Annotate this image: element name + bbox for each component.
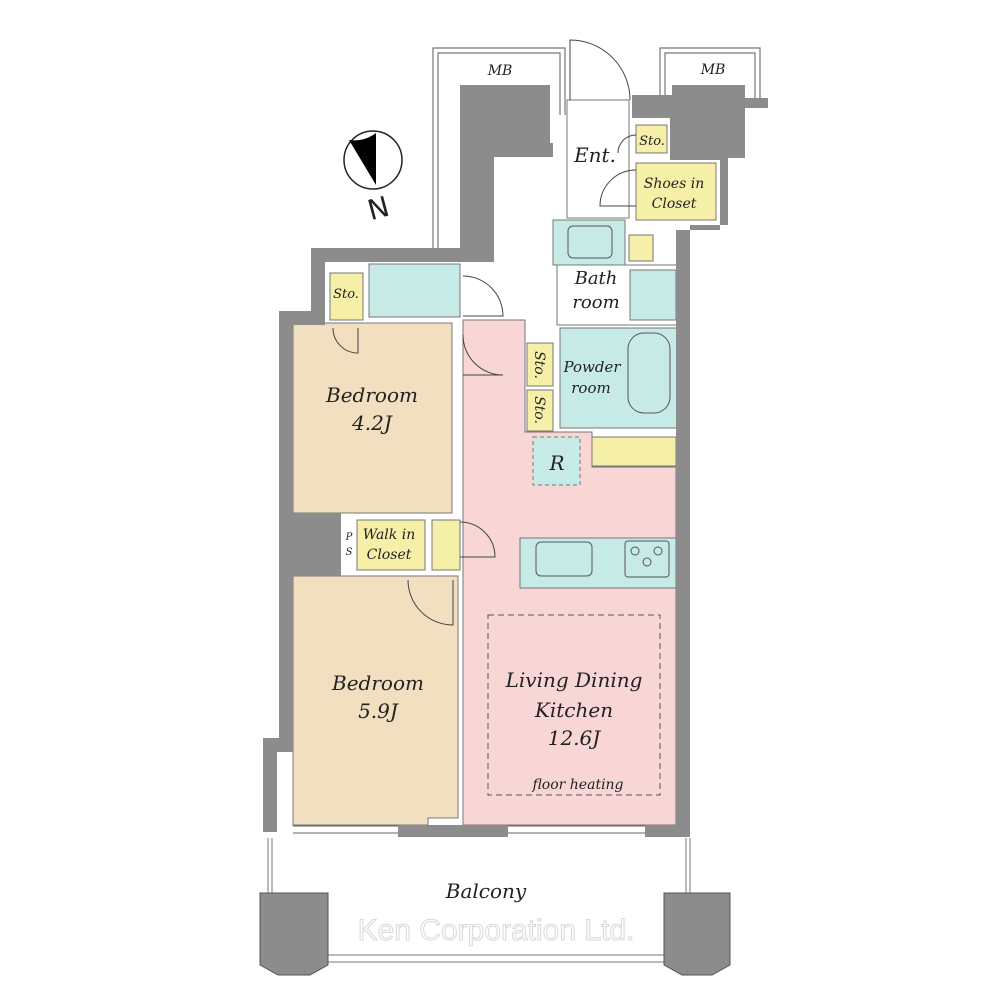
walkin-label-1: Walk in: [363, 527, 415, 543]
powder-label-1: Powder: [562, 358, 621, 376]
washer-space: [629, 269, 677, 321]
storage-hall-2[interactable]: [526, 389, 554, 432]
burner: [630, 546, 640, 556]
walkin-label-2: Closet: [367, 547, 412, 563]
entrance-label: Ent.: [573, 143, 616, 167]
ldk-label-2: Kitchen: [534, 698, 613, 722]
kitchen-sink: [535, 541, 593, 577]
refrigerator-label: R: [548, 451, 564, 475]
floor-heating-area: [487, 614, 661, 796]
exterior-wall: [263, 143, 553, 832]
bedroom2-size: 5.9J: [358, 699, 399, 723]
balcony-column-left: [259, 892, 329, 976]
balcony-column-right: [663, 892, 731, 976]
meter-box-right: [659, 47, 761, 100]
mb-right-label: MB: [700, 62, 726, 78]
ldk-size: 12.6J: [548, 726, 602, 750]
refrigerator-space: [532, 436, 581, 486]
meter-box-left: [432, 47, 566, 250]
storage-bath: [628, 234, 654, 262]
bath-label-2: room: [572, 292, 619, 313]
wall-ps: [286, 513, 341, 576]
sto-hall-2-label: Sto.: [531, 396, 547, 424]
compass-icon: [343, 130, 403, 190]
mb-left-label: MB: [487, 63, 513, 79]
storage-bedroom[interactable]: [329, 272, 364, 321]
kitchen-counter: [519, 537, 677, 589]
wall-bottom-right: [645, 825, 690, 837]
entrance-floor: [566, 99, 630, 219]
closet-shelf: [431, 519, 461, 571]
ps-label-s: S: [346, 547, 353, 558]
walk-in-closet[interactable]: [356, 519, 426, 571]
burner: [642, 557, 652, 567]
bedroom1-name: Bedroom: [325, 383, 418, 407]
storage-hall-1[interactable]: [526, 342, 554, 387]
door-swings: [332, 39, 637, 626]
bedroom2-name: Bedroom: [331, 671, 424, 695]
sto-hall-1-label: Sto.: [531, 351, 547, 379]
powder-label-2: room: [571, 379, 610, 397]
sto-entrance-label: Sto.: [639, 134, 665, 149]
bedroom-2-floor: [292, 575, 459, 826]
bathtub: [627, 332, 671, 414]
kitchen-back-counter: [591, 436, 677, 467]
bedroom1-size: 4.2J: [351, 411, 393, 435]
balcony-label: Balcony: [445, 879, 527, 903]
ps-label-p: P: [345, 532, 353, 543]
wall-bottom: [398, 825, 508, 837]
windows: [293, 825, 645, 834]
ldk-label-1: Living Dining: [505, 668, 643, 692]
sink: [567, 225, 613, 259]
north-label: N: [364, 190, 393, 227]
floor-heating-label: floor heating: [531, 777, 623, 793]
balcony: [267, 838, 691, 963]
watermark: Ken Corporation Ltd.: [358, 914, 635, 947]
storage-entrance[interactable]: [635, 124, 668, 154]
shoes-closet-label-2: Closet: [652, 196, 697, 212]
burner: [653, 546, 663, 556]
cooktop: [624, 540, 670, 578]
wall-block-left: [460, 85, 550, 255]
sto-bedroom-label: Sto.: [333, 287, 359, 302]
shoes-closet-label-1: Shoes in: [644, 176, 704, 192]
bath-label-1: Bath: [574, 268, 618, 289]
bedroom-1-floor: [292, 322, 453, 514]
toilet[interactable]: [368, 263, 461, 318]
shoes-in-closet[interactable]: [635, 162, 717, 221]
